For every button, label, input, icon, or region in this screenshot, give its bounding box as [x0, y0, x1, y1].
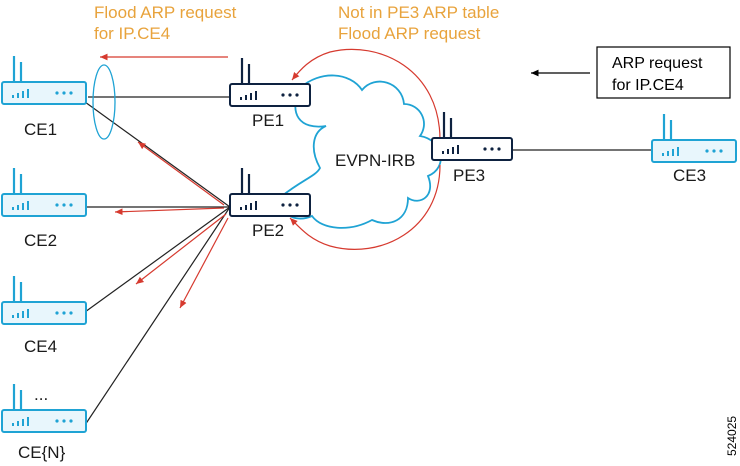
ce3-router-icon: [650, 112, 738, 164]
ce1-label: CE1: [24, 120, 57, 139]
multihoming-ellipse: [92, 64, 116, 140]
arp-box-line2: for IP.CE4: [612, 77, 684, 94]
ce4-label: CE4: [24, 337, 57, 356]
ce4-router-icon: [0, 274, 88, 326]
pe3-router-icon: [430, 110, 514, 162]
ce3-label: CE3: [673, 166, 706, 185]
ce1-router-icon: [0, 54, 88, 106]
ce2-router-icon: [0, 166, 88, 218]
pe2-label: PE2: [252, 221, 284, 240]
cen-ellipsis: ...: [34, 385, 48, 404]
flood-left-line1: Flood ARP request: [94, 3, 237, 22]
arp-box-line1: ARP request: [612, 55, 703, 72]
pe3-label: PE3: [453, 166, 485, 185]
cen-label: CE{N}: [18, 443, 66, 462]
pe1-label: PE1: [252, 111, 284, 130]
flood-left-line2: for IP.CE4: [94, 24, 170, 43]
flood-arrows: [100, 48, 441, 309]
pe1-router-icon: [228, 56, 312, 108]
evpn-irb-cloud: [279, 74, 442, 229]
not-in-table-line1: Not in PE3 ARP table: [338, 3, 499, 22]
links: [84, 96, 652, 426]
ce2-label: CE2: [24, 231, 57, 250]
not-in-table-line2: Flood ARP request: [338, 24, 481, 43]
figure-id: 524025: [725, 416, 739, 456]
cloud-label: EVPN-IRB: [335, 151, 415, 170]
arp-request-box: [596, 46, 731, 99]
